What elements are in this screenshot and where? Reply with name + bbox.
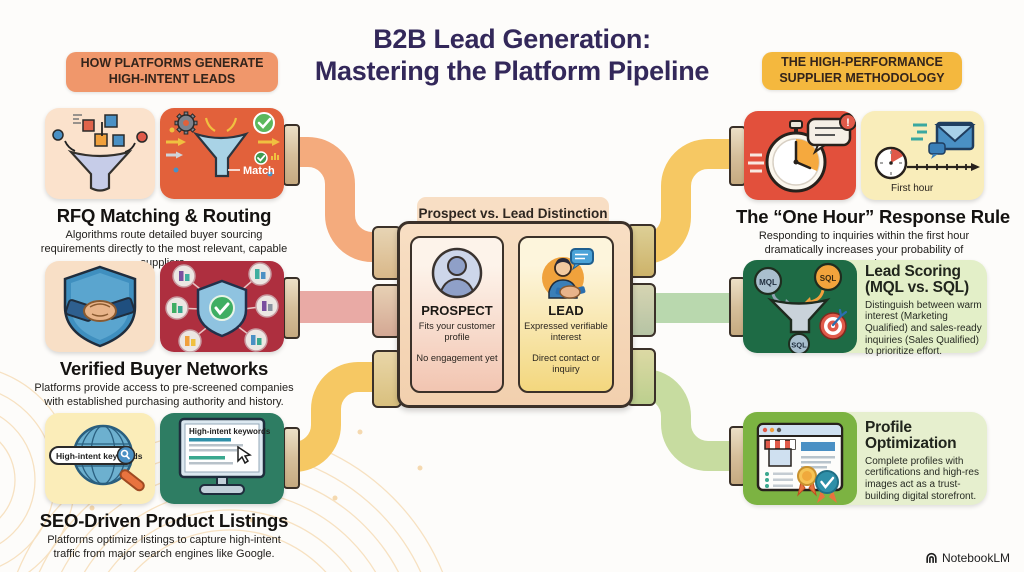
envelope-icon — [928, 121, 976, 159]
sql-output-icon: SQL — [788, 333, 810, 353]
lead-person-icon — [542, 248, 594, 299]
monitor-icon: High-intent keywords — [178, 417, 271, 495]
cursor-icon — [236, 445, 252, 465]
sql-out-label: SQL — [791, 341, 807, 350]
lead-title: LEAD — [548, 303, 584, 318]
match-label: Match — [243, 165, 275, 177]
medal-icon — [797, 466, 817, 497]
card-rfq-matching: Match RFQ Matching & Routing Algorithms … — [40, 108, 288, 270]
page-title-line1: B2B Lead Generation: — [373, 24, 651, 54]
awning-icon — [764, 439, 796, 467]
sql-badge-icon: SQL — [813, 262, 843, 292]
card-title: RFQ Matching & Routing — [56, 205, 272, 226]
page-title: B2B Lead Generation: Mastering the Platf… — [212, 24, 812, 88]
card-title: Lead Scoring (MQL vs. SQL) — [865, 263, 969, 297]
right-section-badge: THE HIGH-PERFORMANCE SUPPLIER METHODOLOG… — [762, 52, 962, 90]
plug-rfq-card — [283, 124, 300, 186]
handshake-shield-icon — [63, 265, 136, 348]
certified-badge-icon — [815, 470, 839, 503]
verified-shield-icon — [196, 279, 247, 338]
prospect-avatar-icon — [431, 247, 483, 299]
prospect-lead-box: PROSPECT Fits your customer profile No e… — [397, 221, 633, 408]
watermark-label: NotebookLM — [941, 551, 1010, 565]
gear-icon — [174, 111, 197, 135]
rfq-sourcing-illustration — [44, 108, 155, 199]
card-title: Profile Optimization — [865, 419, 957, 453]
notebooklm-watermark: NotebookLM — [925, 551, 1010, 565]
card-description: Algorithms route detailed buyer sourcing… — [40, 229, 288, 269]
alert-symbol: ! — [846, 117, 850, 129]
timeline-icon — [907, 163, 980, 171]
notebooklm-logo-icon — [926, 552, 937, 563]
seo-search-illustration: High-intent keywords — [44, 413, 155, 504]
mql-badge-icon: MQL — [753, 266, 783, 296]
lead-panel: LEAD Expressed verifiable interest Direc… — [518, 236, 614, 393]
seo-screen-illustration: High-intent keywords — [159, 413, 284, 504]
card-profile-optimization: Profile Optimization Complete profiles w… — [743, 412, 987, 505]
left-section-badge: HOW PLATFORMS GENERATE HIGH-INTENT LEADS — [66, 52, 278, 92]
rfq-match-illustration: Match — [159, 108, 284, 199]
plug-seo-card — [283, 427, 300, 489]
mql-label: MQL — [759, 278, 777, 287]
timeline-label: First hour — [891, 183, 934, 194]
funnel-icon — [192, 131, 249, 178]
lead-point2: Direct contact or inquiry — [532, 352, 600, 374]
lead-point1: Expressed verifiable interest — [524, 321, 608, 343]
search-icon — [116, 445, 135, 465]
card-description: Distinguish between warm interest (Marke… — [865, 299, 982, 358]
card-description: Responding to inquiries within the first… — [758, 230, 970, 270]
card-description: Platforms optimize listings to capture h… — [47, 534, 281, 560]
prospect-point1: Fits your customer profile — [418, 321, 496, 343]
storefront-browser-icon — [756, 422, 844, 503]
card-verified-buyers: Verified Buyer Networks Platforms provid… — [34, 261, 294, 410]
funnel-input-icon — [51, 114, 148, 192]
card-title: Verified Buyer Networks — [59, 358, 269, 379]
handshake-shield-illustration — [44, 261, 155, 352]
card-description: Platforms provide access to pre-screened… — [34, 382, 294, 408]
card-seo-listings: High-intent keywords High-intent keyword… — [40, 413, 288, 562]
plug-verified-card — [283, 277, 300, 339]
first-hour-illustration: First hour — [861, 111, 984, 200]
stopwatch-illustration: ! — [744, 111, 856, 200]
page-title-line2: Mastering the Platform Pipeline — [314, 55, 710, 86]
screen-text: High-intent keywords — [189, 427, 271, 436]
card-title: SEO-Driven Product Listings — [39, 510, 289, 531]
prospect-point2: No engagement yet — [416, 352, 498, 363]
handshake-icon — [555, 285, 586, 299]
lead-scoring-illustration: MQL SQL SQL — [743, 260, 857, 353]
check-circle-icon — [252, 112, 275, 134]
target-icon — [819, 308, 848, 340]
alert-bubble-icon: ! — [806, 113, 856, 155]
profile-illustration — [743, 412, 857, 505]
magnifier-handle-icon — [119, 469, 145, 492]
speech-bubble-icon — [570, 248, 594, 271]
first-hour-clock-icon — [874, 146, 908, 180]
verified-network-illustration — [159, 261, 284, 352]
search-text: High-intent keywords — [56, 451, 143, 461]
prospect-title: PROSPECT — [421, 303, 493, 318]
card-one-hour-rule: ! — [736, 111, 1010, 271]
company-node-icons — [164, 262, 279, 352]
small-check-icon — [253, 151, 268, 165]
scoring-funnel-icon — [767, 297, 831, 334]
sql-label: SQL — [820, 274, 837, 283]
card-description: Complete profiles with certifications an… — [865, 455, 979, 502]
card-title: The “One Hour” Response Rule — [736, 206, 1010, 227]
prospect-panel: PROSPECT Fits your customer profile No e… — [410, 236, 504, 393]
card-lead-scoring: MQL SQL SQL Lead Sc — [743, 260, 987, 357]
stopwatch-icon — [765, 120, 827, 193]
